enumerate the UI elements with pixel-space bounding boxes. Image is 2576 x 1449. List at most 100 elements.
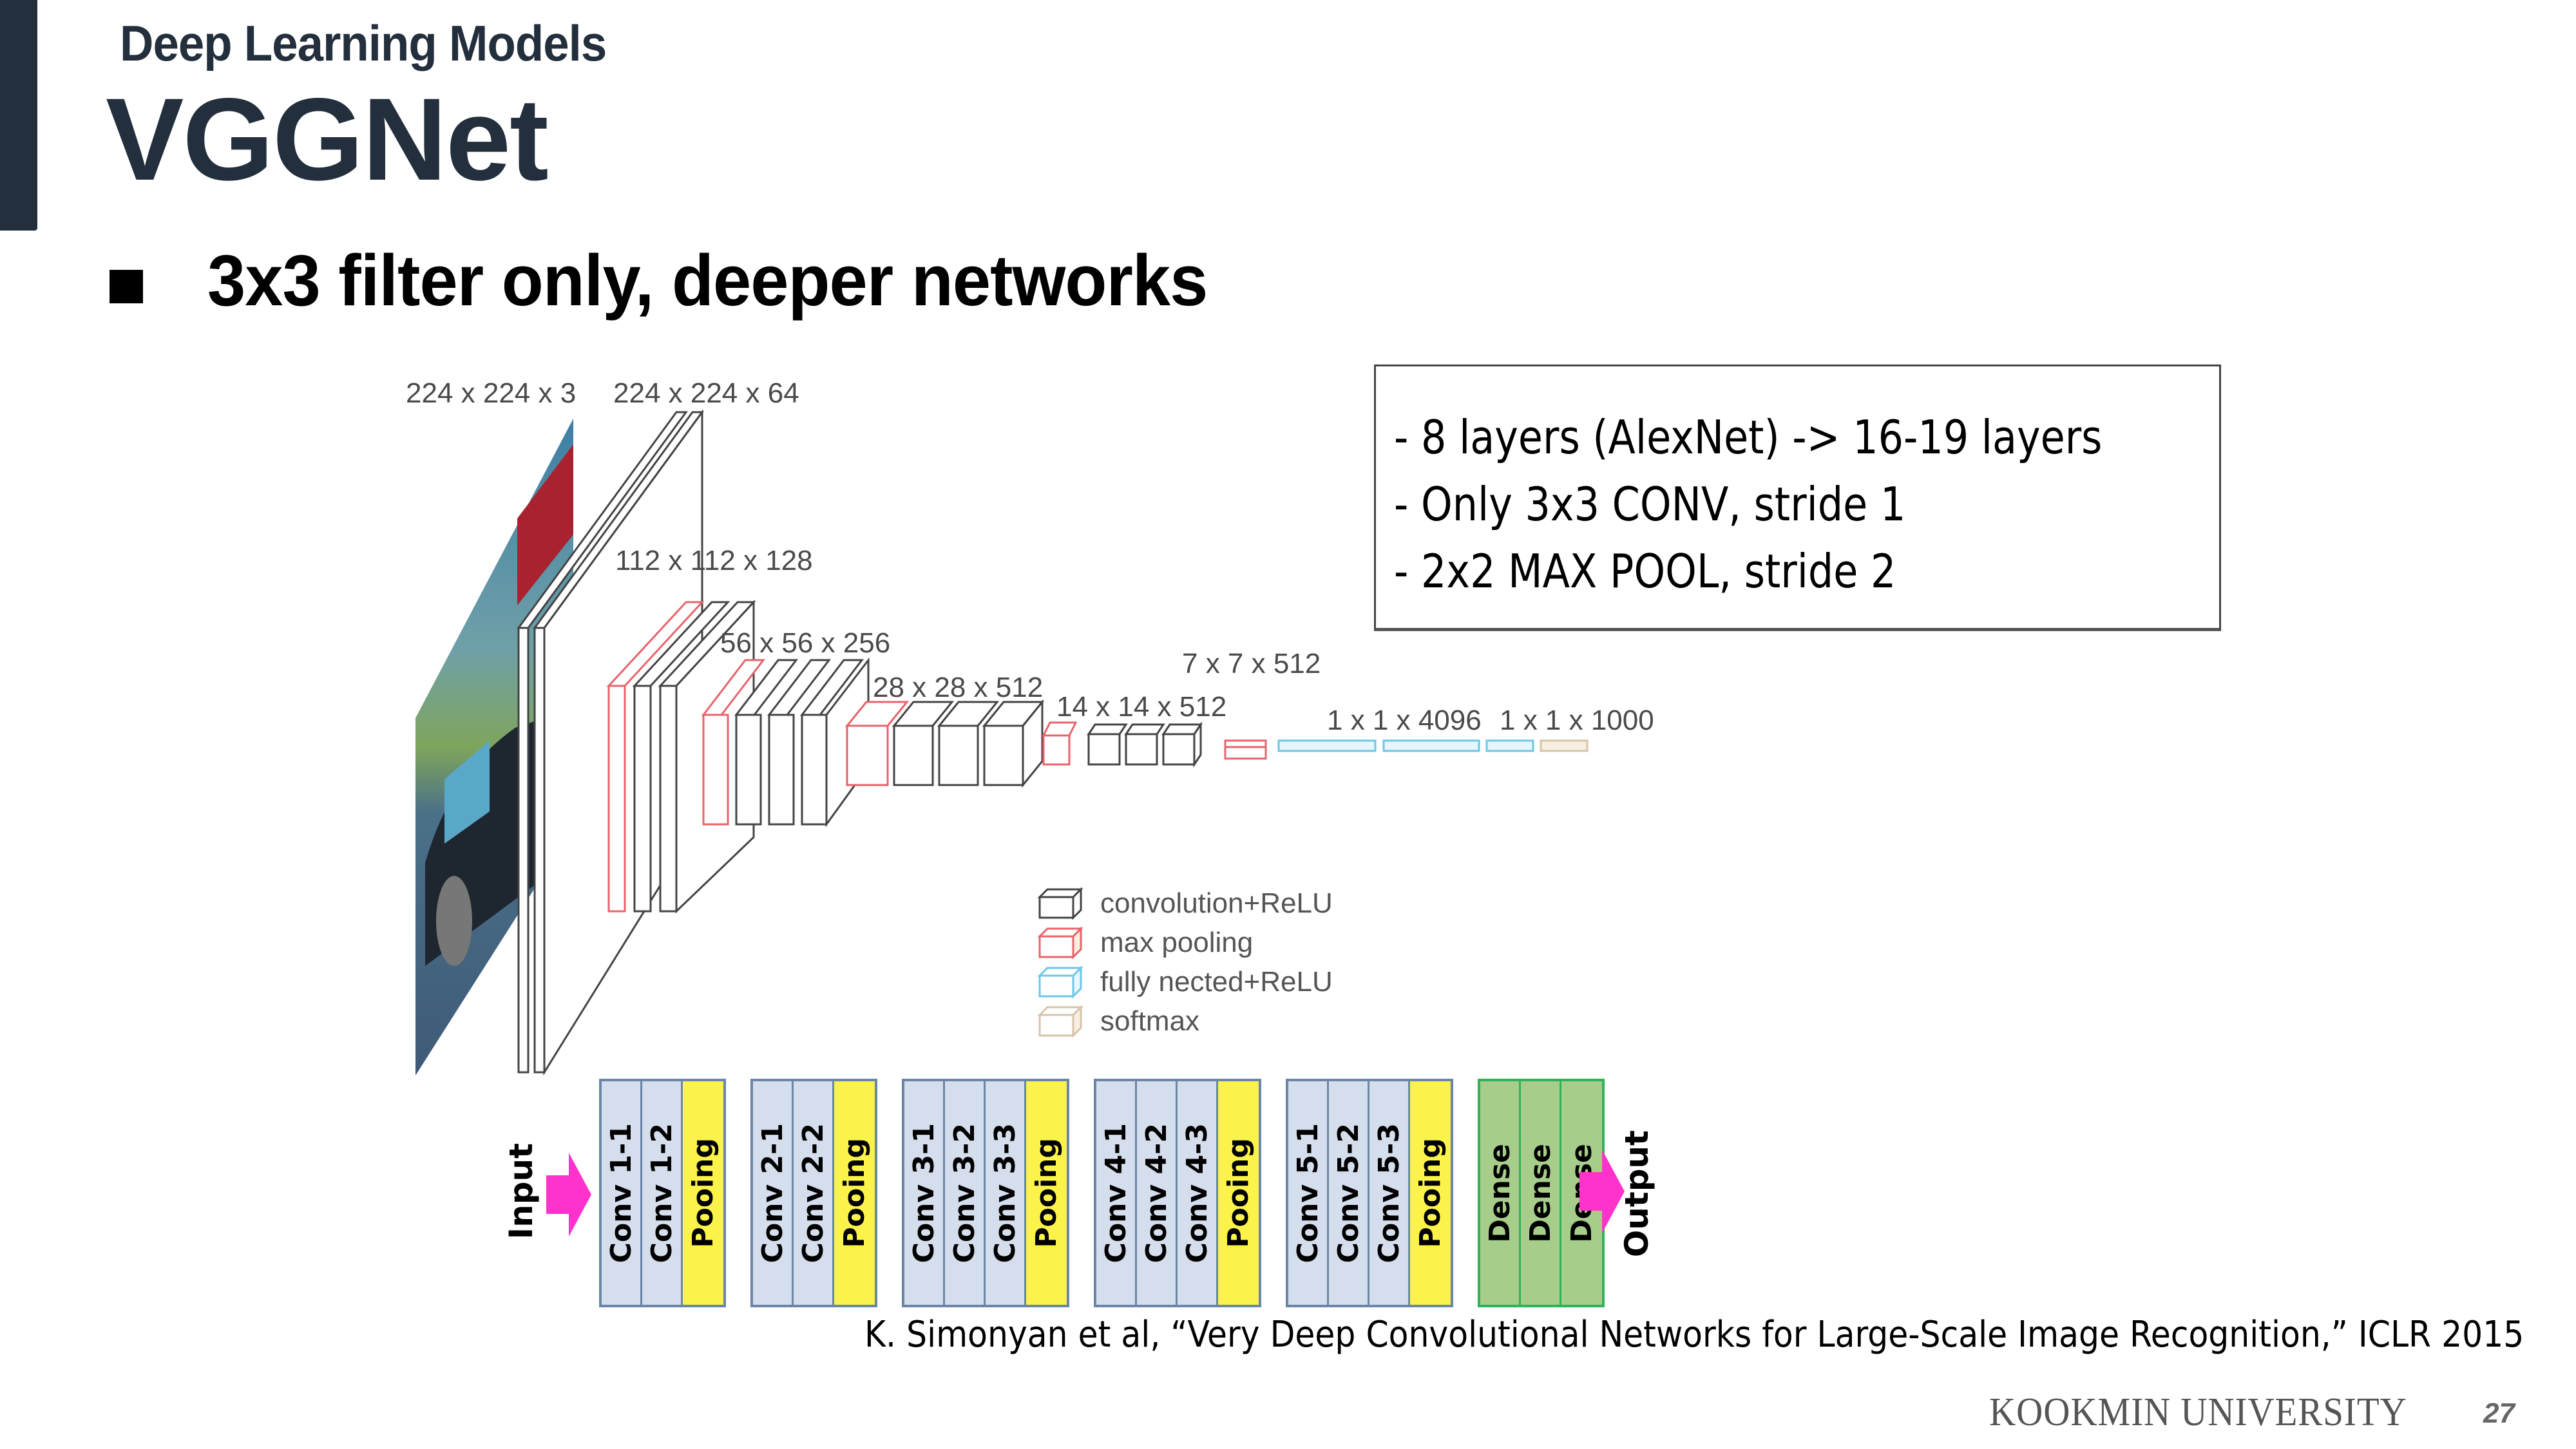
legend-label: softmax	[1100, 1005, 1200, 1037]
layer-label: Pooing	[1222, 1138, 1255, 1248]
key-point: - Only 3x3 CONV, stride 1	[1394, 477, 1906, 531]
legend-item-softmax: softmax	[1037, 1001, 1333, 1041]
dim-label-conv5: 14 x 14 x 512	[1056, 691, 1226, 723]
layer-label: Conv 5-1	[1291, 1122, 1324, 1264]
output-label: Output	[1618, 1130, 1655, 1258]
citation: K. Simonyan et al, “Very Deep Convolutio…	[864, 1314, 2524, 1356]
conv-layer: Conv 5-1	[1288, 1081, 1329, 1305]
layer-label: Pooing	[838, 1138, 871, 1248]
square-bullet-icon	[110, 270, 143, 303]
dim-label-softmax: 1 x 1 x 1000	[1500, 705, 1654, 736]
pool3-front	[846, 724, 889, 786]
conv4-front	[893, 724, 934, 786]
conv-layer: Conv 4-3	[1178, 1081, 1218, 1305]
conv4-side	[1022, 699, 1044, 788]
layer-label: Conv 4-3	[1180, 1122, 1214, 1264]
conv-layer: Conv 3-3	[986, 1081, 1026, 1305]
pool4-front	[1042, 734, 1071, 766]
legend-item-conv: convolution+ReLU	[1037, 884, 1333, 923]
dense-layer: Dense	[1521, 1081, 1561, 1305]
conv5-front	[1087, 733, 1121, 766]
softmax-cube-icon	[1037, 1004, 1083, 1038]
softmax-block	[1540, 739, 1589, 752]
layer-label: Conv 3-1	[907, 1122, 940, 1264]
conv-layer: Conv 1-2	[642, 1081, 683, 1305]
dense-group: DenseDenseDense	[1478, 1079, 1605, 1307]
conv3-front	[768, 714, 795, 826]
pool-cube-icon	[1037, 925, 1083, 960]
pooling-layer: Pooing	[683, 1081, 723, 1305]
fc2-block	[1382, 739, 1480, 752]
pool4-top	[1042, 721, 1078, 737]
pool1-front	[607, 685, 626, 913]
pool5-block	[1224, 739, 1267, 760]
layer-label: Pooing	[1030, 1138, 1063, 1248]
conv4-front	[938, 724, 979, 786]
key-point: - 8 layers (AlexNet) -> 16-19 layers	[1394, 410, 2103, 464]
dim-label-fc: 1 x 1 x 4096	[1327, 705, 1482, 736]
pooling-layer: Pooing	[834, 1081, 875, 1305]
fc3-block	[1485, 739, 1534, 752]
conv4-front	[983, 724, 1024, 786]
conv5-side	[1193, 721, 1202, 768]
dim-label-input: 224 x 224 x 3	[406, 377, 576, 409]
pool2-front	[702, 714, 729, 826]
conv-layer: Conv 3-2	[945, 1081, 986, 1305]
conv-layer: Conv 3-1	[904, 1081, 945, 1305]
layer-label: Conv 1-2	[645, 1122, 678, 1264]
legend-label: convolution+ReLU	[1100, 887, 1333, 919]
layer-label: Dense	[1523, 1143, 1557, 1243]
layer-label: Conv 4-1	[1099, 1122, 1132, 1264]
slide-title: VGGNet	[106, 73, 549, 205]
layer-label: Conv 5-3	[1372, 1122, 1406, 1264]
conv5-top	[1124, 723, 1165, 735]
layer-label: Conv 2-2	[796, 1122, 830, 1264]
conv2-front	[659, 685, 678, 913]
input-arrow-icon	[546, 1153, 591, 1236]
conv-layer: Conv 2-1	[753, 1081, 794, 1305]
conv5-front	[1125, 733, 1158, 766]
legend-label: fully nected+ReLU	[1100, 965, 1333, 998]
conv-cube-icon	[1037, 886, 1083, 920]
university-logo: KOOKMIN UNIVERSITY	[1989, 1390, 2407, 1434]
input-label: Input	[502, 1143, 540, 1240]
layer-label: Conv 5-2	[1331, 1122, 1365, 1264]
layer-label: Conv 3-2	[948, 1122, 981, 1264]
pooling-layer: Pooing	[1410, 1081, 1451, 1305]
conv4-block	[844, 699, 1045, 788]
layer-label: Conv 3-3	[988, 1122, 1022, 1264]
conv-layer: Conv 1-1	[602, 1081, 642, 1305]
dim-label-conv1: 224 x 224 x 64	[613, 377, 799, 409]
pooling-layer: Pooing	[1026, 1081, 1067, 1305]
page-number: 27	[2483, 1397, 2515, 1429]
layer-label: Dense	[1483, 1143, 1516, 1243]
conv1-layer-front	[517, 627, 530, 1074]
dim-label-pool5: 7 x 7 x 512	[1182, 648, 1321, 679]
conv5-front	[1162, 733, 1196, 766]
conv3-front	[735, 714, 762, 826]
car-window	[444, 741, 490, 844]
layer-label: Conv 1-1	[604, 1122, 638, 1264]
conv3-block	[701, 657, 870, 828]
dim-label-conv3: 56 x 56 x 256	[720, 627, 890, 659]
conv1-layer-front	[533, 627, 546, 1074]
conv-layer: Conv 5-2	[1329, 1081, 1369, 1305]
bullet-text: 3x3 filter only, deeper networks	[207, 240, 1208, 321]
legend-item-pool: max pooling	[1037, 923, 1333, 962]
bullet-point: 3x3 filter only, deeper networks	[110, 238, 1260, 322]
fc1-block	[1277, 739, 1377, 752]
legend-label: max pooling	[1100, 926, 1254, 958]
conv3-front	[801, 714, 828, 826]
slide-subtitle: Deep Learning Models	[120, 15, 607, 71]
layer-label: Pooing	[687, 1138, 720, 1248]
dim-label-conv2: 112 x 112 x 128	[615, 545, 813, 576]
pooling-layer: Pooing	[1218, 1081, 1259, 1305]
conv2-front	[633, 685, 652, 913]
